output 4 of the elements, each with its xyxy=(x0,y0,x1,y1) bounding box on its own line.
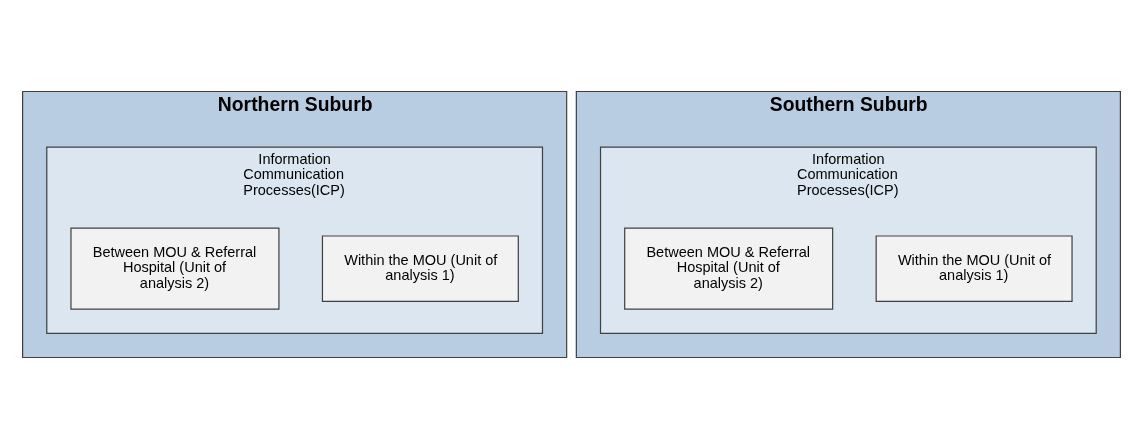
node-box: Within the MOU (Unit of analysis 1) xyxy=(875,234,1073,302)
node-box: Between MOU & Referral Hospital (Unit of analysis 2) xyxy=(624,227,834,310)
node-box: Between MOU & Referral Hospital (Unit of analysis 2) xyxy=(70,227,280,310)
node-box: Within the MOU (Unit of analysis 1) xyxy=(321,234,519,302)
